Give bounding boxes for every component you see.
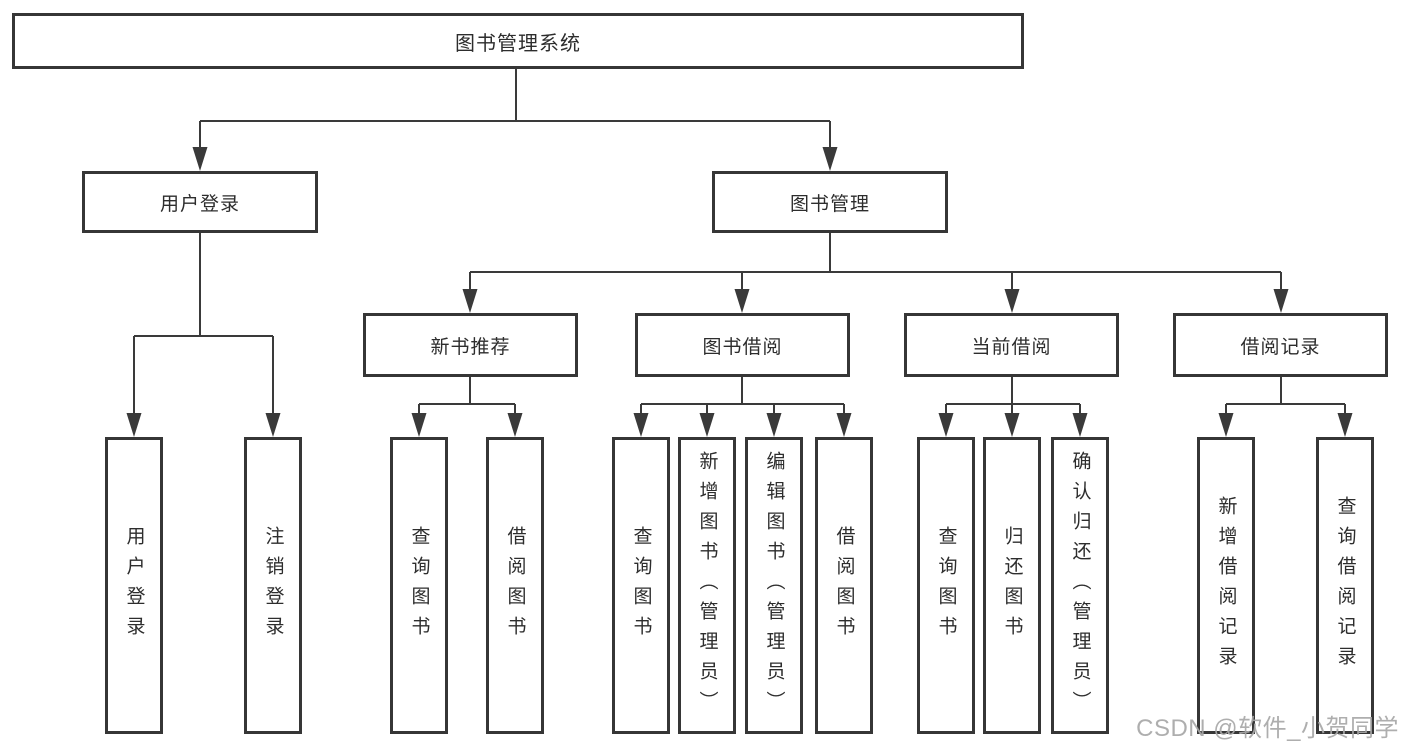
leaf-borrow-borrow-books: 借阅图书 [815, 437, 873, 734]
leaf-records-add-record: 新增借阅记录 [1197, 437, 1255, 734]
watermark-csdn: CSDN @软件_小贺同学 [1136, 715, 1399, 742]
leaf-label: 归还图书 [1001, 525, 1023, 646]
leaf-logout: 注销登录 [244, 437, 302, 734]
leaf-borrow-query-books: 查询图书 [612, 437, 670, 734]
node-label: 用户登录 [159, 193, 240, 215]
node-user-login: 用户登录 [82, 171, 318, 233]
node-book-borrowing: 图书借阅 [635, 313, 850, 377]
node-label: 图书管理 [789, 193, 870, 215]
leaf-newbook-borrow-books: 借阅图书 [486, 437, 544, 734]
node-borrowing-records: 借阅记录 [1173, 313, 1388, 377]
node-label: 新书推荐 [430, 336, 511, 358]
leaf-label: 确认归还（管理员） [1069, 450, 1091, 721]
leaf-current-return-books: 归还图书 [983, 437, 1041, 734]
node-current-borrowing: 当前借阅 [904, 313, 1119, 377]
node-label: 当前借阅 [971, 336, 1052, 358]
leaf-borrow-edit-books-admin: 编辑图书（管理员） [745, 437, 803, 734]
node-label: 图书借阅 [702, 336, 783, 358]
node-label: 借阅记录 [1240, 336, 1321, 358]
node-new-book-recommendation: 新书推荐 [363, 313, 578, 377]
node-book-management: 图书管理 [712, 171, 948, 233]
leaf-borrow-add-books-admin: 新增图书（管理员） [678, 437, 736, 734]
leaf-label: 查询图书 [630, 525, 652, 646]
node-library-management-system: 图书管理系统 [12, 13, 1024, 69]
leaf-label: 新增图书（管理员） [696, 450, 718, 721]
leaf-label: 查询图书 [935, 525, 957, 646]
leaf-label: 新增借阅记录 [1215, 495, 1237, 676]
leaf-label: 编辑图书（管理员） [763, 450, 785, 721]
leaf-label: 注销登录 [262, 525, 284, 646]
leaf-newbook-query-books: 查询图书 [390, 437, 448, 734]
leaf-current-confirm-return-admin: 确认归还（管理员） [1051, 437, 1109, 734]
leaf-label: 借阅图书 [833, 525, 855, 646]
leaf-user-login: 用户登录 [105, 437, 163, 734]
leaf-label: 用户登录 [123, 525, 145, 646]
leaf-records-query-record: 查询借阅记录 [1316, 437, 1374, 734]
leaf-label: 查询图书 [408, 525, 430, 646]
leaf-label: 查询借阅记录 [1334, 495, 1356, 676]
leaf-label: 借阅图书 [504, 525, 526, 646]
node-label: 图书管理系统 [455, 32, 581, 55]
leaf-current-query-books: 查询图书 [917, 437, 975, 734]
